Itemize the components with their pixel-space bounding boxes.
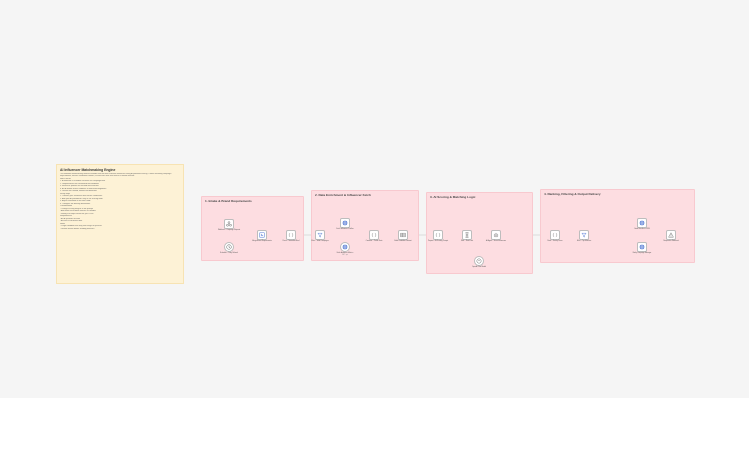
workflow-node[interactable] (257, 230, 267, 240)
sticky-note-line: 4. An AI model scores audience fit and b… (60, 187, 107, 190)
node-label: Build Candidate Dataset (394, 241, 412, 242)
sticky-note-line: How it works (60, 177, 71, 180)
group-ranking[interactable]: 4. Ranking, Filtering & Output Delivery (540, 189, 695, 263)
merge-icon (259, 232, 265, 238)
sticky-note-line: - Large candidate lists may take longer … (60, 225, 102, 227)
node-label: Fetch Influencer Profiles (336, 229, 354, 230)
workflow-node[interactable] (315, 230, 325, 240)
workflow-node[interactable] (666, 230, 676, 240)
brain-icon (476, 258, 482, 264)
node-label: Send Results to CRM (634, 229, 650, 230)
workflow-node[interactable] (398, 230, 408, 240)
workflow-node[interactable] (637, 218, 647, 228)
workflow-node[interactable] (433, 230, 443, 240)
sticky-note-line: Notes (60, 222, 65, 225)
sticky-note-line: - An AI provider account (60, 217, 81, 220)
sticky-note-line: Requirements (60, 215, 72, 217)
workflow-node[interactable] (340, 242, 350, 252)
hourglass-icon (464, 232, 470, 238)
sticky-note-line: 2. Add your AI provider API key to the s… (60, 197, 103, 200)
workflow-node[interactable] (224, 219, 234, 229)
workflow-node[interactable] (462, 230, 472, 240)
schedule-icon (226, 244, 232, 250)
filter-icon (581, 232, 587, 238)
node-label: Merge Brand Requirements (252, 241, 272, 242)
workflow-node[interactable] (369, 230, 379, 240)
group-enrichment[interactable]: 2. Data Enrichment & Influencer Fetch (311, 190, 419, 261)
workflow-node[interactable] (224, 242, 234, 252)
sticky-note-line: Setup steps (60, 192, 70, 195)
node-label: Respond to Webhook (663, 241, 679, 242)
group-title: 4. Ranking, Filtering & Output Delivery (544, 192, 601, 196)
globe-icon (342, 244, 348, 250)
group-title: 1. Intake & Brand Requirements (205, 199, 252, 203)
node-label: Wait – Rate Limit (460, 241, 474, 242)
empty-area (0, 398, 749, 450)
node-label: Parse – Normalize Brief (282, 241, 300, 242)
sticky-note-line: requirements, fetches candidate creators… (60, 175, 135, 177)
workflow-node[interactable] (491, 230, 501, 240)
sticky-note-line: - Add extra enrichment sources as needed (60, 210, 96, 212)
sticky-note-line: - Access to influencer data (60, 220, 83, 222)
table-icon (400, 232, 406, 238)
sticky-note-title: AI Influencer Matchmaking Engine (60, 168, 116, 172)
globe-icon (639, 220, 645, 226)
node-label: Schedule – Daily Refresh (220, 253, 238, 254)
workflow-node[interactable] (579, 230, 589, 240)
workflow-canvas[interactable]: AI Influencer Matchmaking Engine This wo… (0, 0, 749, 398)
group-intake[interactable]: 1. Intake & Brand Requirements (201, 196, 304, 261)
sticky-note-line: 3. Influencer profiles are fetched and e… (60, 185, 99, 187)
workflow-node[interactable] (340, 218, 350, 228)
warning-icon (668, 232, 674, 238)
code-icon (288, 232, 294, 238)
sticky-note-line: 1. A webhook or schedule receives the ca… (60, 180, 106, 182)
code-icon (371, 232, 377, 238)
robot-icon (493, 232, 499, 238)
node-label: AI Agent – Score Influencers (485, 241, 507, 242)
sticky-note-line: 4. Configure the delivery destination (60, 202, 91, 205)
sticky-note-line: - Change scoring weights in the prompt (60, 207, 93, 210)
node-label: Filter – Valid Campaigns (311, 241, 329, 242)
node-sublabel: GET: api (341, 255, 349, 257)
group-title: 3. AI Scoring & Matching Logic (430, 195, 476, 199)
node-label: Notify Campaign Manager (632, 253, 652, 254)
sticky-note-line: - Review results before sending outreach (60, 227, 95, 230)
sticky-note-line: 5. Results are ranked, filtered and deli… (60, 190, 97, 192)
node-label: Rank – Sort by Score (547, 241, 563, 242)
code-icon (552, 232, 558, 238)
node-label: Fetch Audience Metrics (336, 253, 354, 254)
filter-icon (317, 232, 323, 238)
sticky-note[interactable]: AI Influencer Matchmaking Engine This wo… (56, 164, 184, 284)
node-label: OpenAI Chat Model (472, 267, 486, 268)
globe-icon (342, 220, 348, 226)
sticky-note-line: 1. Connect your influencer data source c… (60, 195, 103, 197)
sticky-note-line: Customization (60, 205, 72, 207)
sticky-note-line: This workflow automatically matches bran… (60, 172, 172, 175)
workflow-node[interactable] (474, 256, 484, 266)
webhook-icon (226, 221, 232, 227)
sticky-note-line: 3. Adjust thresholds in the filter node (60, 200, 91, 202)
node-label: Prepare – AI Scoring Prompt (427, 241, 449, 242)
node-label: Webhook – Campaign Request (217, 230, 241, 231)
code-icon (435, 232, 441, 238)
sticky-note-line: - Modify the output format for your CRM (60, 212, 94, 215)
node-label: Filter – Top Matches (576, 241, 592, 242)
sticky-note-body: This workflow automatically matches bran… (60, 173, 180, 231)
group-title: 2. Data Enrichment & Influencer Fetch (315, 193, 371, 197)
workflow-node[interactable] (637, 242, 647, 252)
node-label: Combine – Profile Data (365, 241, 383, 242)
globe-icon (639, 244, 645, 250)
sticky-note-line: 2. Requirements are normalized and valid… (60, 182, 99, 185)
workflow-node[interactable] (550, 230, 560, 240)
workflow-node[interactable] (286, 230, 296, 240)
